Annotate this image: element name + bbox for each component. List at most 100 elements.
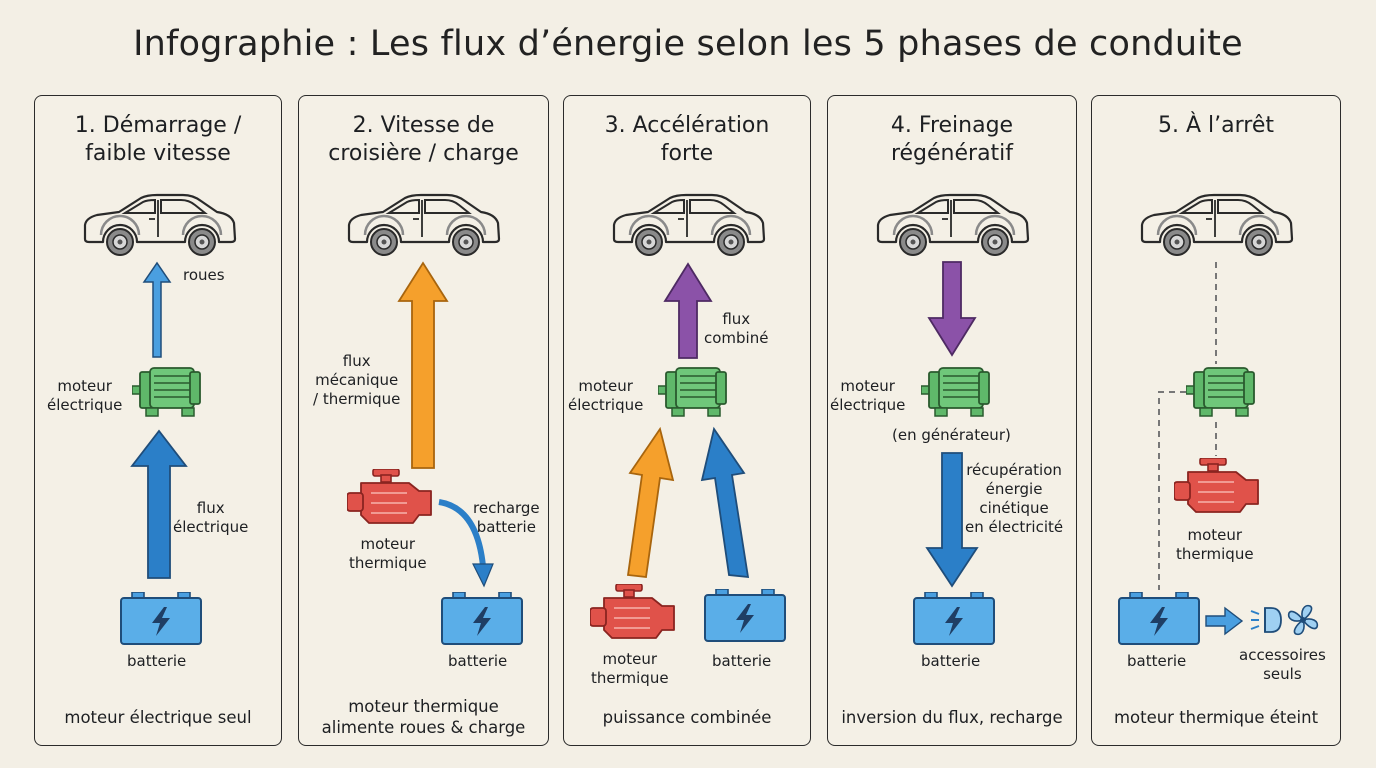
energy-flow-arrow bbox=[142, 261, 172, 358]
recharge-label: recharge batterie bbox=[473, 499, 540, 537]
label-line: mécanique bbox=[315, 371, 399, 389]
label-line: moteur bbox=[360, 535, 416, 553]
car-icon bbox=[83, 193, 237, 257]
engine-label: moteur thermique bbox=[591, 650, 669, 688]
car-icon bbox=[347, 193, 501, 257]
label-line: thermique bbox=[1176, 545, 1254, 563]
label-line: combiné bbox=[704, 329, 769, 347]
phase-title-line: forte bbox=[660, 141, 714, 166]
phase-caption: moteur thermique alimente roues & charge bbox=[299, 696, 548, 738]
car-icon bbox=[1140, 193, 1294, 257]
label-line: flux bbox=[342, 352, 371, 370]
headlight-icon bbox=[1250, 607, 1282, 633]
phase-diagram bbox=[1118, 193, 1319, 645]
fan-icon bbox=[1287, 604, 1319, 636]
phase-title: 1. Démarrage / faible vitesse bbox=[35, 112, 281, 168]
battery-icon bbox=[1118, 592, 1200, 645]
label-line: moteur bbox=[57, 377, 112, 395]
label-line: flux bbox=[196, 499, 225, 517]
label-line: moteur bbox=[1187, 526, 1243, 544]
combustion-engine-icon bbox=[1174, 458, 1259, 513]
phase-title-line: 3. Accélération bbox=[604, 113, 770, 138]
label-line: flux bbox=[722, 310, 751, 328]
phase-caption: moteur thermique éteint bbox=[1113, 708, 1319, 727]
car-icon bbox=[612, 193, 766, 257]
battery-icon bbox=[704, 589, 786, 642]
energy-flow-arrow bbox=[1205, 606, 1244, 636]
phase-diagram bbox=[83, 193, 237, 645]
label-line: batterie bbox=[476, 518, 536, 536]
battery-label: batterie bbox=[712, 652, 772, 670]
label-line: thermique bbox=[349, 554, 427, 572]
phase-title-line: 4. Freinage bbox=[890, 113, 1014, 138]
caption-line: moteur thermique bbox=[348, 697, 499, 716]
label-line: accessoires bbox=[1239, 646, 1326, 664]
accessories-label: accessoires seuls bbox=[1239, 646, 1326, 684]
label-line: électrique bbox=[173, 518, 249, 536]
battery-icon bbox=[120, 592, 202, 645]
phase-title: 4. Freinage régénératif bbox=[828, 112, 1076, 168]
phase-title-line: 2. Vitesse de bbox=[352, 113, 495, 138]
energy-flow-arrow bbox=[626, 426, 675, 578]
flow-label: flux électrique bbox=[173, 499, 248, 537]
phase-title-line: régénératif bbox=[890, 141, 1014, 166]
phase-title-line: 5. À l’arrêt bbox=[1158, 113, 1274, 138]
label-line: cinétique bbox=[979, 499, 1049, 517]
energy-flow-arrow bbox=[472, 563, 494, 588]
energy-flow-arrow bbox=[663, 262, 713, 359]
phase-title-line: 1. Démarrage / bbox=[74, 113, 242, 138]
phase-panel-5: 5. À l’arrêt moteur thermique batterie a… bbox=[1091, 95, 1341, 746]
phase-panel-4: 4. Freinage régénératif moteur électriqu… bbox=[827, 95, 1077, 746]
motor-label: moteur électrique bbox=[47, 377, 122, 415]
generator-label: (en générateur) bbox=[892, 426, 1011, 444]
electric-motor-icon bbox=[658, 367, 727, 417]
energy-flow-arrow bbox=[438, 499, 486, 567]
phase-title-line: faible vitesse bbox=[85, 141, 231, 166]
label-line: électrique bbox=[568, 396, 644, 414]
battery-label: batterie bbox=[921, 652, 981, 670]
energy-flow-arrow bbox=[927, 261, 977, 357]
car-icon bbox=[876, 193, 1030, 257]
battery-label: batterie bbox=[127, 652, 187, 670]
combustion-engine-icon bbox=[590, 584, 675, 639]
label-line: seuls bbox=[1263, 665, 1302, 683]
energy-flow-arrow bbox=[925, 452, 979, 588]
phase-title: 2. Vitesse de croisière / charge bbox=[299, 112, 548, 168]
engine-label: moteur thermique bbox=[349, 535, 427, 573]
phase-title: 3. Accélération forte bbox=[564, 112, 810, 168]
electric-motor-icon bbox=[1186, 367, 1255, 417]
caption-line: alimente roues & charge bbox=[321, 718, 526, 737]
battery-label: batterie bbox=[448, 652, 508, 670]
engine-label: moteur thermique bbox=[1176, 526, 1254, 564]
electric-motor-icon bbox=[132, 367, 201, 417]
phase-caption: moteur électrique seul bbox=[64, 708, 252, 727]
label-line: récupération bbox=[966, 461, 1062, 479]
phase-caption: inversion du flux, recharge bbox=[841, 708, 1063, 727]
energy-flow-arrow bbox=[130, 429, 188, 579]
label-line: moteur bbox=[840, 377, 895, 395]
label-line: électrique bbox=[830, 396, 906, 414]
label-line: énergie bbox=[985, 480, 1043, 498]
phase-diagram bbox=[347, 193, 523, 645]
phase-diagram bbox=[876, 193, 1030, 645]
energy-flow-arrow bbox=[700, 426, 750, 579]
label-line: moteur bbox=[578, 377, 633, 395]
inactive-link bbox=[1158, 391, 1186, 590]
flow-label: flux mécanique / thermique bbox=[313, 352, 400, 409]
electric-motor-icon bbox=[921, 367, 990, 417]
combustion-engine-icon bbox=[347, 469, 432, 524]
phase-title: 5. À l’arrêt bbox=[1092, 112, 1340, 140]
phase-panel-3: 3. Accélération forte flux combiné moteu… bbox=[563, 95, 811, 746]
battery-icon bbox=[913, 592, 995, 645]
page-title: Infographie : Les flux d’énergie selon l… bbox=[133, 24, 1243, 64]
label-line: en électricité bbox=[965, 518, 1064, 536]
label-line: recharge bbox=[473, 499, 540, 517]
label-line: thermique bbox=[591, 669, 669, 687]
battery-icon bbox=[441, 592, 523, 645]
phase-panel-2: 2. Vitesse de croisière / charge flux mé… bbox=[298, 95, 549, 746]
recovery-label: récupération énergie cinétique en électr… bbox=[965, 461, 1063, 537]
phase-diagram bbox=[590, 193, 786, 642]
label-line: moteur bbox=[602, 650, 658, 668]
label-line: / thermique bbox=[313, 390, 401, 408]
phase-caption: puissance combinée bbox=[602, 708, 772, 727]
